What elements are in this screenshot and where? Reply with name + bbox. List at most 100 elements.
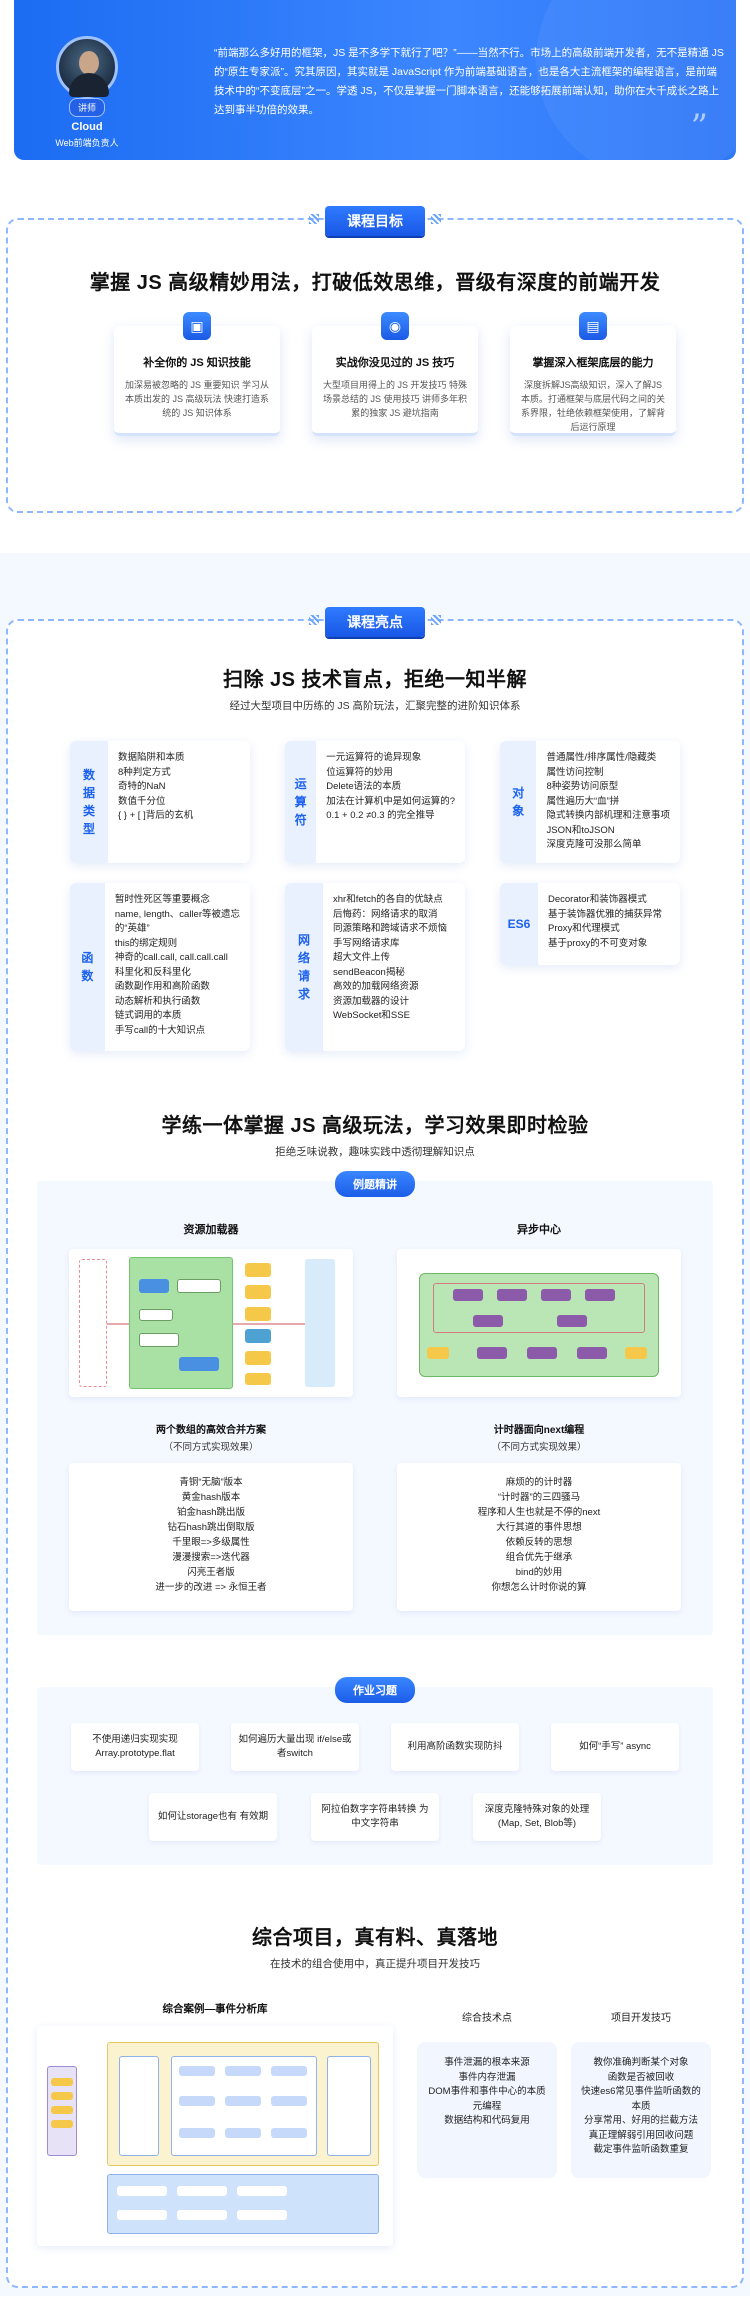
list-item: 截定事件监听函数重复 (593, 2144, 689, 2155)
homework-panel: 作业习题 不使用递归实现实现 Array.prototype.flat 如何遍历… (37, 1677, 713, 1865)
list-item: 一元运算符的诡异现象 (326, 752, 422, 763)
knowledge-card-functions: 函数 暂时性死区等重要概念 name, length、caller等被遗忘 的“… (70, 883, 250, 1051)
example-resource-loader: 资源加载器 (69, 1221, 353, 1611)
list-item: name, length、caller等被遗忘 (114, 908, 240, 920)
knowledge-card-label: 网络请求 (297, 933, 310, 1001)
list-item: 8种姿势访问原型 (546, 781, 619, 792)
column-title: 综合技术点 (462, 2013, 512, 2024)
goal-card-desc: 深度拆解JS高级知识，深入了解JS本质。打通框架与底层代码之间的关系界限，牡绝依… (520, 380, 665, 432)
list-item: 神奇的call.call, call.call.call (114, 952, 228, 963)
homework-item: 如何遍历大量出现 if/else或者switch (231, 1723, 359, 1771)
quote-mark-icon: ” (690, 107, 708, 147)
list-item: this的绑定规则 (114, 937, 178, 949)
knowledge-card-label: 数据类型 (82, 768, 95, 836)
homework-item: 深度克隆特殊对象的处理 (Map, Set, Blob等) (473, 1793, 601, 1841)
list-item: “计时器”的三四骚马 (497, 1492, 581, 1503)
project-subtitle: 在技术的组合使用中，真正提升项目开发技巧 (270, 1958, 480, 1970)
project-case-title: 综合案例—事件分析库 (162, 2003, 268, 2015)
knowledge-card-es6: ES6 Decorator和装饰器模式 基于装饰器优雅的捕获异常 Proxy和代… (500, 883, 680, 965)
instructor-banner: 讲师 Cloud Web前端负责人 “前端那么多好用的框架，JS 是不多学下就行… (14, 0, 736, 160)
highlights-background: 课程亮点 扫除 JS 技术盲点，拒绝一知半解 经过大型项目中历练的 JS 高阶玩… (0, 553, 750, 2296)
list-item: 基于装饰器优雅的捕获异常 (548, 908, 663, 920)
list-item: bind的妙用 (515, 1567, 563, 1578)
list-item: 数据陷阱和本质 (118, 752, 185, 763)
list-item: 快速es6常见事件监听函数的本质 (581, 2086, 701, 2112)
goal-cards: ▣ 补全你的 JS 知识技能 加深易被忽略的 JS 重要知识 学习从本质出发的 … (114, 312, 676, 436)
resource-loader-diagram (69, 1249, 353, 1397)
highlights-title: 扫除 JS 技术盲点，拒绝一知半解 (222, 669, 528, 691)
list-item: 的“英雄” (114, 923, 150, 934)
list-item: 位运算符的妙用 (326, 766, 393, 778)
goal-card-desc: 加深易被忽略的 JS 重要知识 学习从本质出发的 JS 高级玩法 快速打造系统的… (124, 380, 269, 418)
async-center-diagram (397, 1249, 681, 1397)
knowledge-card-operators: 运算符 一元运算符的诡异现象 位运算符的妙用 Delete语法的本质 加法在计算… (285, 741, 465, 863)
list-item: WebSocket和SSE (333, 1010, 410, 1021)
highlights-subtitle: 经过大型项目中历练的 JS 高阶玩法，汇聚完整的进阶知识体系 (229, 700, 521, 712)
example-list: 麻烦的的计时器 “计时器”的三四骚马 程序和人生也就是不停的next 大行其道的… (397, 1463, 681, 1611)
list-item: 后悔药：网络请求的取消 (333, 908, 438, 920)
knowledge-card-label: 运算符 (294, 777, 307, 827)
knowledge-list: 一元运算符的诡异现象 位运算符的妙用 Delete语法的本质 加法在计算机中是如… (316, 741, 465, 863)
homework-item: 如何“手写” async (551, 1723, 679, 1771)
event-analysis-diagram (37, 2026, 393, 2246)
list-item: 进一步的改进 => 永恒王者 (155, 1582, 267, 1593)
homework-item: 不使用递归实现实现 Array.prototype.flat (71, 1723, 199, 1771)
knowledge-card-label: 对象 (512, 786, 525, 818)
compass-icon: ◉ (381, 312, 409, 340)
list-item: 组合优先于继承 (505, 1552, 573, 1563)
list-item: 函数是否被回收 (607, 2071, 675, 2083)
list-item: sendBeacon揭秘 (333, 966, 405, 978)
list-item: 基于proxy的不可变对象 (548, 937, 648, 949)
list-item: Delete语法的本质 (326, 781, 402, 792)
instructor-profile: 讲师 Cloud Web前端负责人 (44, 36, 130, 149)
list-item: 加法在计算机中是如何运算的? (326, 795, 455, 807)
practice-block: 学练一体掌握 JS 高级玩法，学习效果即时检验 拒绝乏味说教，趣味实践中透彻理解… (8, 1109, 742, 1865)
highlights-badge: 课程亮点 (309, 607, 441, 637)
list-item: 手写网络请求库 (333, 937, 400, 949)
list-item: 你想怎么计时你说的算 (491, 1582, 587, 1593)
knowledge-card-network: 网络请求 xhr和fetch的各自的优缺点 后悔药：网络请求的取消 同源策略和跨… (285, 883, 465, 1051)
list-item: 奇特的NaN (118, 781, 166, 792)
list-item: 程序和人生也就是不停的next (477, 1507, 601, 1518)
knowledge-grid: 数据类型 数据陷阱和本质 8种判定方式 奇特的NaN 数值千分位 { } + [… (70, 741, 680, 863)
project-block: 综合项目，真有料、真落地 在技术的组合使用中，真正提升项目开发技巧 综合案例—事… (8, 1921, 742, 2246)
list-item: 普通属性/排序属性/隐藏类 (546, 752, 657, 763)
example-async-center: 异步中心 (397, 1221, 681, 1611)
list-item: Decorator和装饰器模式 (548, 894, 647, 905)
project-content: 综合案例—事件分析库 (37, 2001, 713, 2246)
column-title: 项目开发技巧 (611, 2013, 671, 2024)
knowledge-list: 数据陷阱和本质 8种判定方式 奇特的NaN 数值千分位 { } + [ ]背后的… (108, 741, 250, 863)
homework-row: 不使用递归实现实现 Array.prototype.flat 如何遍历大量出现 … (71, 1723, 679, 1771)
course-highlights-section: 课程亮点 扫除 JS 技术盲点，拒绝一知半解 经过大型项目中历练的 JS 高阶玩… (6, 607, 744, 2288)
list-item: 元编程 (472, 2100, 502, 2112)
list-item: 事件内存泄漏 (458, 2071, 516, 2083)
list-item: 隐式转换内部机理和注意事项 (546, 810, 670, 821)
list-item: 超大文件上传 (333, 952, 391, 963)
list-item: 依赖反转的思想 (505, 1537, 573, 1548)
goals-badge: 课程目标 (309, 206, 441, 236)
list-item: 大行其道的事件思想 (496, 1522, 582, 1533)
homework-row: 如何让storage也有 有效期 阿拉伯数字字符串转换 为中文字符串 深度克隆特… (71, 1793, 679, 1841)
knowledge-list: 普通属性/排序属性/隐藏类 属性访问控制 8种姿势访问原型 属性遍历大“血”拼 … (536, 741, 680, 863)
list-item: 属性遍历大“血”拼 (546, 795, 620, 807)
instructor-quote: “前端那么多好用的框架，JS 是不多学下就行了吧？”——当然不行。市场上的高级前… (214, 47, 724, 116)
project-dev-skills: 项目开发技巧 教你准确判断某个对象 函数是否被回收 快速es6常见事件监听函数的… (571, 2009, 711, 2246)
list-item: JSON和toJSON (546, 824, 615, 836)
list-item: 教你准确判断某个对象 (593, 2057, 689, 2068)
example-list: 青铜“无脑”版本 黄金hash版本 铂金hash跳出版 钻石hash跳出倒取版 … (69, 1463, 353, 1611)
list-item: { } + [ ]背后的玄机 (118, 810, 194, 821)
list-item: 科里化和反科里化 (114, 966, 191, 978)
goal-card-tricks: ◉ 实战你没见过的 JS 技巧 大型项目用得上的 JS 开发技巧 特殊场景总结的… (312, 312, 478, 436)
list-item: 0.1 + 0.2 ≠0.3 的完全推导 (326, 810, 435, 821)
homework-item: 阿拉伯数字字符串转换 为中文字符串 (311, 1793, 439, 1841)
project-case: 综合案例—事件分析库 (37, 2001, 393, 2246)
knowledge-card-label: ES6 (507, 917, 531, 931)
avatar (56, 36, 118, 98)
examples-panel: 例题精讲 资源加载器 (37, 1171, 713, 1635)
list-item: 事件泄漏的根本来源 (444, 2057, 530, 2068)
goals-title: 掌握 JS 高级精妙用法，打破低效思维，晋级有深度的前端开发 (89, 272, 661, 294)
list-item: Proxy和代理模式 (548, 923, 620, 934)
knowledge-list: Decorator和装饰器模式 基于装饰器优雅的捕获异常 Proxy和代理模式 … (538, 883, 680, 965)
goal-card-framework: ▤ 掌握深入框架底层的能力 深度拆解JS高级知识，深入了解JS本质。打通框架与底… (510, 312, 676, 436)
list-item: 链式调用的本质 (114, 1010, 182, 1021)
